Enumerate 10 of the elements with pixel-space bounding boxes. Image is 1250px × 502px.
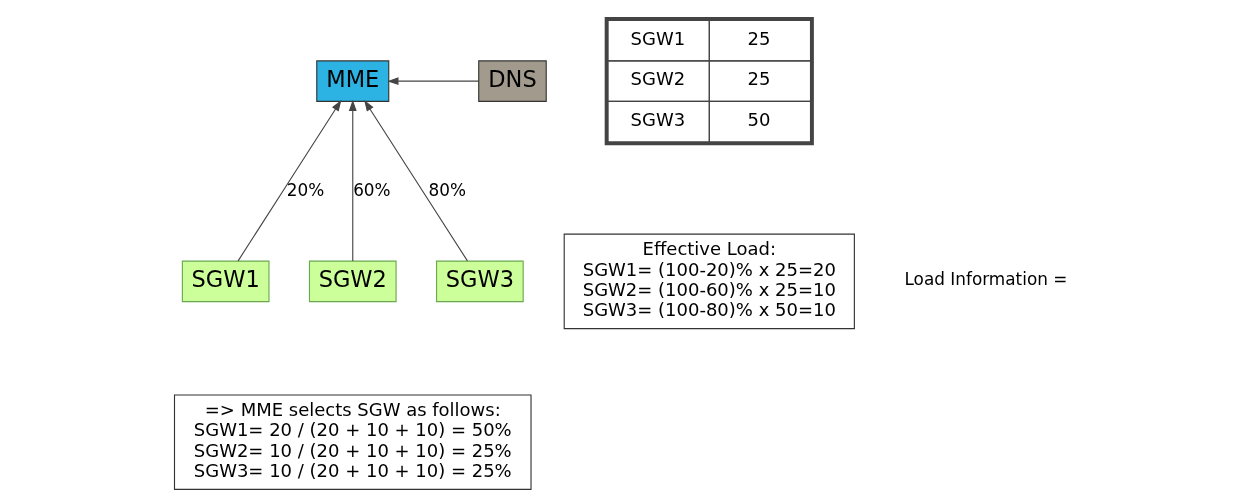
label: SGW1 [630,27,685,49]
label: 25 [747,68,770,90]
edge-label: 60% [352,179,391,200]
label: 50 [747,108,770,130]
edge-label: 80% [427,179,466,200]
label: Load Information = [904,269,1067,290]
label: 25 [747,27,770,49]
edge-label: 20% [286,179,324,200]
label: SGW2 [630,68,685,90]
label: SGW3 [630,108,685,130]
